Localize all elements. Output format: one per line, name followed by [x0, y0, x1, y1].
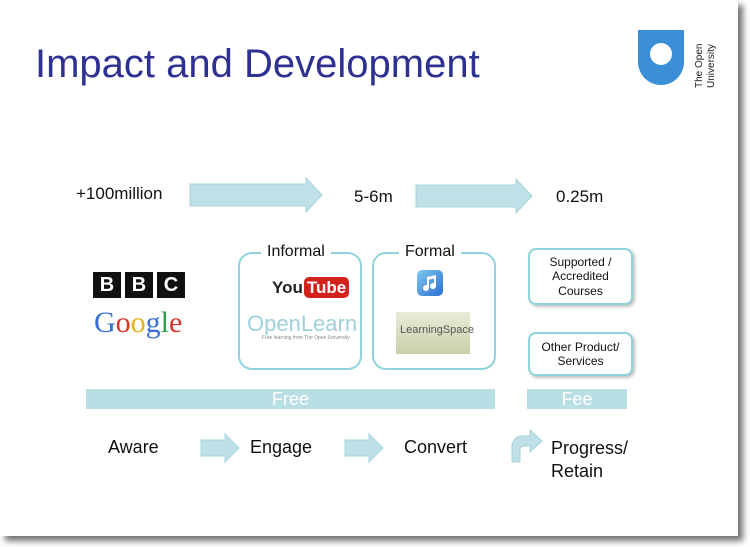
music-note-icon [423, 275, 437, 292]
youtube-logo-tube: Tube [303, 277, 350, 298]
arrow-right-icon [344, 432, 384, 464]
ou-wordmark: The Open University [694, 44, 716, 88]
bbc-logo: B B C [93, 272, 185, 298]
learningspace-logo: LearningSpace [400, 324, 475, 336]
stage-aware: Aware [108, 437, 159, 457]
other-products-box: Other Product/ Services [528, 332, 633, 376]
informal-label: Informal [261, 243, 331, 261]
open-university-logo: The Open University [636, 28, 716, 88]
stage-engage: Engage [250, 437, 313, 457]
reach-label-left: +100million [76, 184, 163, 203]
stage-convert: Convert [404, 437, 468, 457]
arrow-right-icon [200, 432, 240, 464]
bbc-logo-letter: B [125, 272, 153, 298]
google-logo-letter: G [94, 306, 116, 339]
formal-label: Formal [399, 243, 461, 261]
google-logo-letter: e [169, 306, 183, 339]
bbc-logo-letter: B [93, 272, 121, 298]
openlearn-logo: OpenLearn [247, 311, 358, 336]
google-logo-letter: o [115, 306, 131, 339]
learningspace-banner [396, 312, 470, 354]
google-logo: Google [94, 306, 182, 340]
openlearn-tagline: Free learning from The Open University [262, 335, 350, 341]
itunes-icon [417, 270, 443, 296]
supported-courses-box: Supported / Accredited Courses [528, 248, 633, 305]
arrow-right-icon [415, 177, 533, 215]
fee-bar: Fee [527, 389, 627, 409]
slide: Impact and Development The Open Universi… [35, 28, 716, 481]
return-arrow-icon [511, 428, 543, 463]
stage-progress-retain: Progress/ Retain [551, 438, 629, 481]
reach-label-middle: 5-6m [354, 187, 393, 206]
arrow-right-icon [189, 176, 323, 214]
ou-wordmark-line2: University [706, 44, 716, 88]
bbc-logo-letter: C [157, 272, 185, 298]
google-logo-letter: l [160, 306, 170, 339]
page-title: Impact and Development [35, 42, 480, 86]
reach-label-right: 0.25m [556, 187, 604, 206]
google-logo-letter: o [130, 306, 146, 339]
free-bar: Free [86, 389, 495, 409]
ou-wordmark-line1: The Open [694, 44, 705, 88]
ou-shield-icon [638, 30, 684, 85]
google-logo-letter: g [145, 306, 161, 339]
youtube-logo-you: You [272, 278, 303, 297]
